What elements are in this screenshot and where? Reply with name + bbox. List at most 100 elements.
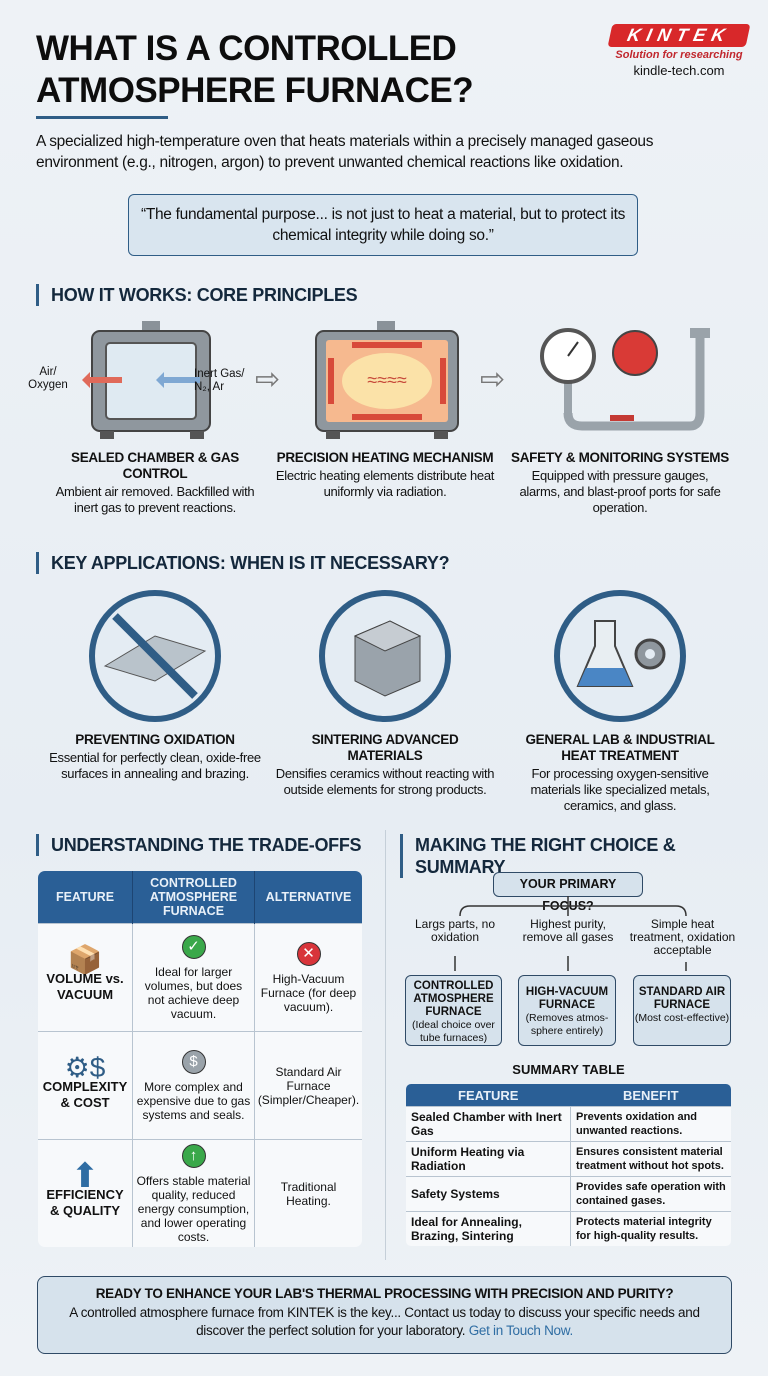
- description: A specialized high-temperature oven that…: [36, 133, 654, 171]
- column-header: FEATURE: [406, 1084, 571, 1107]
- summary-benefit: Prevents oxidation and unwanted reaction…: [570, 1106, 731, 1142]
- summary-benefit: Protects material integrity for high-qua…: [570, 1211, 731, 1246]
- application-desc: Densifies ceramics without reacting with…: [275, 766, 495, 797]
- choice-note: (Ideal choice over tube furnaces): [412, 1019, 495, 1044]
- choice-note: (Most cost-effective): [634, 1012, 730, 1024]
- principle-sealed-chamber: SEALED CHAMBER & GAS CONTROL Ambient air…: [45, 450, 265, 516]
- column-header: FEATURE: [38, 871, 133, 924]
- primary-focus-box: YOUR PRIMARY FOCUS?: [493, 872, 643, 913]
- tradeoffs-table: FEATURE CONTROLLED ATMOSPHERE FURNACE AL…: [37, 870, 363, 1248]
- quote-box: “The fundamental purpose... is not just …: [128, 194, 638, 256]
- choice-result: HIGH-VACUUM FURNACE: [525, 986, 609, 1011]
- flask-gear-icon: [554, 590, 686, 722]
- get-in-touch-link[interactable]: Get in Touch Now.: [468, 1323, 574, 1338]
- column-header: CONTROLLED ATMOSPHERE FURNACE: [132, 871, 255, 924]
- tradeoffs-heading: UNDERSTANDING THE TRADE-OFFS: [36, 834, 362, 856]
- principle-desc: Electric heating elements distribute hea…: [275, 468, 495, 499]
- summary-feature: Sealed Chamber with Inert Gas: [406, 1106, 571, 1142]
- feature-label: COMPLEXITY & COST: [42, 1078, 128, 1110]
- table-row: ⚙$COMPLEXITY & COST $ More complex and ex…: [38, 1031, 362, 1140]
- principle-desc: Ambient air removed. Backfilled with ine…: [55, 484, 255, 515]
- principle-safety-monitoring: SAFETY & MONITORING SYSTEMS Equipped wit…: [510, 450, 730, 516]
- gauge-alarm-pipe-icon: [540, 328, 710, 431]
- application-desc: For processing oxygen-sensitive material…: [530, 766, 710, 813]
- box-icon: 📦: [67, 943, 103, 975]
- logo-tagline: Solution for researching: [615, 49, 743, 61]
- table-row: ⬆EFFICIENCY & QUALITY ↑ Offers stable mat…: [38, 1139, 362, 1247]
- principle-title: PRECISION HEATING MECHANISM: [276, 450, 494, 465]
- svg-text:≈≈≈≈: ≈≈≈≈: [367, 370, 407, 390]
- summary-table-title: SUMMARY TABLE: [512, 1062, 625, 1077]
- alternative-cell: Traditional Heating.: [254, 1139, 362, 1247]
- up-arrow-icon: ⬆: [70, 1156, 100, 1195]
- cta-body: A controlled atmosphere furnace from KIN…: [69, 1305, 700, 1338]
- branch-condition: Simple heat treatment, oxidation accepta…: [629, 917, 736, 957]
- controlled-cell: More complex and expensive due to gas sy…: [136, 1079, 251, 1122]
- controlled-cell: Ideal for larger volumes, but does not a…: [144, 964, 243, 1021]
- application-sintering: SINTERING ADVANCED MATERIALS Densifies c…: [275, 732, 495, 798]
- sintered-cube-icon: [319, 590, 451, 722]
- summary-feature: Uniform Heating via Radiation: [406, 1141, 571, 1177]
- controlled-cell: Offers stable material quality, reduced …: [136, 1173, 251, 1244]
- application-title: SINTERING ADVANCED MATERIALS: [311, 732, 459, 763]
- alternative-cell: High-Vacuum Furnace (for deep vacuum).: [260, 971, 357, 1014]
- cross-icon: ✕: [296, 941, 321, 966]
- feature-label: VOLUME vs. VACUUM: [46, 970, 124, 1002]
- application-heat-treatment: GENERAL LAB & INDUSTRIAL HEAT TREATMENT …: [510, 732, 730, 814]
- application-preventing-oxidation: PREVENTING OXIDATION Essential for perfe…: [45, 732, 265, 782]
- up-circle-icon: ↑: [181, 1143, 206, 1168]
- cta-box: READY TO ENHANCE YOUR LAB'S THERMAL PROC…: [37, 1276, 732, 1354]
- application-title: PREVENTING OXIDATION: [75, 732, 235, 747]
- principle-precision-heating: PRECISION HEATING MECHANISM Electric hea…: [275, 450, 495, 500]
- choice-note: (Removes atmos-sphere entirely): [525, 1012, 609, 1037]
- how-it-works-heading: HOW IT WORKS: CORE PRINCIPLES: [36, 284, 358, 306]
- choice-controlled-atmosphere: CONTROLLED ATMOSPHERE FURNACE(Ideal choi…: [405, 975, 502, 1046]
- summary-benefit: Provides safe operation with contained g…: [570, 1176, 731, 1212]
- application-title: GENERAL LAB & INDUSTRIAL HEAT TREATMENT: [525, 732, 715, 763]
- title-line-2: ATMOSPHERE FURNACE?: [36, 71, 474, 110]
- table-header-row: FEATURE CONTROLLED ATMOSPHERE FURNACE AL…: [38, 871, 362, 924]
- choice-result: CONTROLLED ATMOSPHERE FURNACE: [413, 980, 494, 1018]
- title-line-1: WHAT IS A CONTROLLED: [36, 29, 457, 68]
- flow-arrow-icon: ⇨: [255, 363, 281, 396]
- check-icon: ✓: [181, 934, 206, 959]
- summary-feature: Ideal for Annealing, Brazing, Sintering: [406, 1211, 571, 1246]
- principle-title: SEALED CHAMBER & GAS CONTROL: [70, 450, 239, 481]
- feature-label: EFFICIENCY & QUALITY: [46, 1186, 124, 1218]
- choice-high-vacuum: HIGH-VACUUM FURNACE(Removes atmos-sphere…: [518, 975, 616, 1046]
- heating-chamber-icon: ≈≈≈≈: [315, 321, 459, 439]
- cta-text: A controlled atmosphere furnace from KIN…: [68, 1304, 701, 1340]
- summary-benefit: Ensures consistent material treatment wi…: [570, 1141, 731, 1177]
- logo-url[interactable]: kindle-tech.com: [633, 63, 725, 78]
- cta-heading: READY TO ENHANCE YOUR LAB'S THERMAL PROC…: [95, 1286, 674, 1301]
- decision-tree-lines: [454, 896, 687, 971]
- inert-gas-label: Inert Gas/ N₂, Ar: [194, 368, 245, 393]
- summary-feature: Safety Systems: [406, 1176, 571, 1212]
- principle-desc: Equipped with pressure gauges, alarms, a…: [519, 468, 721, 515]
- logo-badge: KINTEK: [607, 24, 751, 47]
- branch-condition: Largs parts, no oxidation: [414, 917, 496, 944]
- applications-heading: KEY APPLICATIONS: WHEN IS IT NECESSARY?: [36, 552, 450, 574]
- column-header: ALTERNATIVE: [254, 871, 362, 924]
- title-underline: [36, 116, 168, 119]
- air-oxygen-label: Air/ Oxygen: [28, 366, 68, 391]
- branch-condition: Highest purity, remove all gases: [522, 917, 614, 944]
- metal-joint-icon: [89, 590, 221, 722]
- application-desc: Essential for perfectly clean, oxide-fre…: [49, 750, 261, 781]
- choice-heading: MAKING THE RIGHT CHOICE & SUMMARY: [400, 834, 768, 878]
- kintek-logo[interactable]: KINTEK Solution for researching kindle-t…: [606, 24, 752, 78]
- choice-result: STANDARD AIR FURNACE: [638, 986, 726, 1011]
- table-row: 📦VOLUME vs. VACUUM ✓ Ideal for larger vol…: [38, 923, 362, 1032]
- gear-dollar-icon: $: [181, 1049, 206, 1074]
- alternative-cell: Standard Air Furnace (Simpler/Cheaper).: [254, 1031, 362, 1140]
- principle-title: SAFETY & MONITORING SYSTEMS: [511, 450, 729, 465]
- gears-dollar-icon: ⚙$: [64, 1051, 106, 1083]
- flow-arrow-icon: ⇨: [480, 363, 506, 396]
- sealed-chamber-icon: [82, 321, 211, 439]
